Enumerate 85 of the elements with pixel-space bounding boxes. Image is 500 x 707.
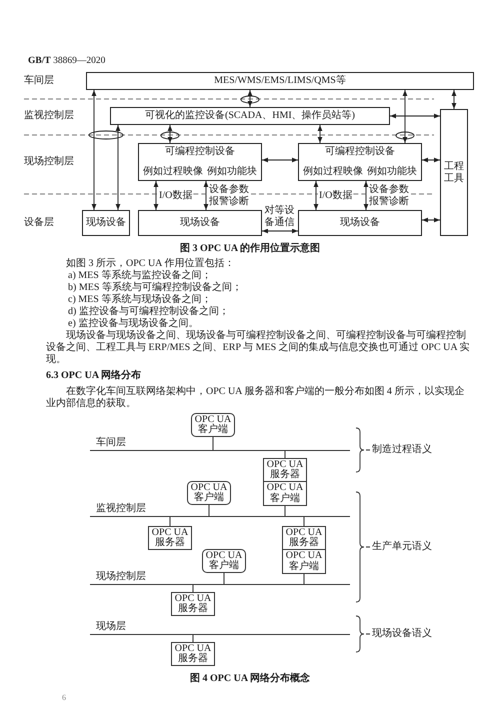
layer-label: 现场层 [96, 621, 126, 633]
example-text: 例如功能块 [207, 166, 257, 178]
edge-label: I/O数据 [159, 190, 192, 202]
device-label: 可编程控制设备 [165, 146, 235, 158]
list-item: c) MES 等系统与现场设备之间； [68, 294, 212, 306]
device-label: 现场设备 [86, 217, 126, 229]
layer-label: 设备层 [24, 217, 54, 229]
client-label: OPC UA 客户端 [204, 550, 244, 572]
system-box [86, 72, 474, 90]
client-label: OPC UA 客户端 [284, 551, 324, 572]
example-text: 例如过程映像 [303, 166, 363, 178]
connector-line [284, 506, 286, 516]
layer-label: 现场控制层 [24, 156, 74, 168]
document-code: GB/T 38869—2020 [28, 55, 106, 67]
connector-line [208, 504, 210, 516]
server-label: OPC UA 服务器 [174, 644, 212, 664]
double-headed-arrow [204, 180, 208, 210]
system-label: MES/WMS/EMS/LIMS/QMS等 [214, 75, 346, 87]
bus-line [90, 584, 350, 585]
figure-caption: 图 3 OPC UA 的作用位置示意图 [180, 243, 320, 255]
field-device-box [298, 210, 422, 236]
field-device-box [82, 210, 130, 236]
server-label: OPC UA 服务器 [174, 594, 212, 614]
double-headed-arrow [168, 124, 172, 144]
device-label: 现场设备 [340, 217, 380, 229]
double-headed-arrow [262, 158, 298, 162]
monitoring-device-box [110, 107, 390, 125]
layer-label: 车间层 [24, 75, 54, 87]
edge-label: 对等设备通信 [264, 205, 296, 229]
bus-line [90, 450, 350, 451]
body-text: 在数字化车间互联网络架构中，OPC UA 服务器和客户端的一般分布如图 4 所示，以实现企业内部信息的获取。 [46, 386, 466, 410]
connector-line [192, 634, 194, 642]
tool-label: 工程工具 [443, 160, 465, 184]
layer-label: 现场控制层 [96, 571, 146, 583]
body-text: 现场设备与现场设备之间、现场设备与可编程控制设备之间、可编程控制设备与可编程控制设备之间、工程工具与 ERP/MES 之间、ERP 与 MES 之间的集成与信息交换也可通过 OPC UA 实现。 [46, 330, 471, 366]
double-headed-arrow [314, 180, 318, 210]
double-headed-arrow [390, 114, 440, 118]
server-label: OPC UA 服务器 [284, 528, 324, 548]
layer-label: 监视控制层 [96, 503, 146, 515]
client-label: OPC UA 客户端 [190, 482, 228, 504]
page-number: 6 [62, 692, 66, 704]
connector-line [192, 584, 194, 592]
semantics-label: 现场设备语义 [372, 628, 432, 640]
double-headed-arrow [452, 90, 456, 110]
double-headed-arrow [154, 180, 158, 210]
semantics-label: 制造过程语义 [372, 444, 432, 456]
section-heading: 6.3 OPC UA 网络分布 [46, 370, 141, 382]
example-text: 例如过程映像 [143, 166, 203, 178]
figure-caption: 图 4 OPC UA 网络分布概念 [190, 673, 310, 685]
device-label: 可编程控制设备 [325, 146, 395, 158]
double-headed-arrow [116, 124, 120, 210]
double-headed-arrow [422, 218, 440, 222]
semantics-label: 生产单元语义 [372, 541, 432, 553]
field-device-box [138, 210, 262, 236]
controller-box [298, 143, 422, 181]
server-label: OPC UA 服务器 [266, 460, 304, 480]
example-text: 例如功能块 [367, 166, 417, 178]
double-headed-arrow [248, 90, 252, 108]
double-headed-arrow [422, 158, 440, 162]
bus-line [90, 634, 350, 635]
server-label: OPC UA 服务器 [150, 528, 190, 548]
bus-line [90, 516, 350, 517]
connector-line [284, 450, 286, 458]
list-item: b) MES 等系统与可编程控制设备之间； [68, 282, 242, 294]
list-item: d) 监控设备与可编程控制设备之间； [68, 306, 229, 318]
edge-label: 设备参数报警诊断 [209, 184, 250, 208]
edge-label: 设备参数报警诊断 [369, 184, 410, 208]
device-label: 现场设备 [180, 217, 220, 229]
controller-box [138, 143, 262, 181]
body-text: 如图 3 所示，OPC UA 作用位置包括： [65, 258, 234, 270]
double-headed-arrow [364, 180, 368, 210]
client-label: OPC UA 客户端 [194, 414, 232, 436]
double-headed-arrow [92, 90, 96, 210]
double-headed-arrow [262, 228, 298, 234]
layer-label: 监视控制层 [24, 110, 74, 122]
device-label: 可视化的监控设备(SCADA、HMI、操作员站等) [145, 110, 355, 122]
connector-line [212, 436, 214, 450]
double-headed-arrow [402, 90, 408, 144]
list-item: e) 监控设备与现场设备之间。 [68, 318, 198, 330]
client-label: OPC UA 客户端 [266, 483, 304, 504]
edge-label: I/O数据 [319, 190, 352, 202]
tool-box [440, 109, 468, 236]
double-headed-arrow [318, 124, 322, 144]
layer-label: 车间层 [96, 437, 126, 449]
list-item: a) MES 等系统与监控设备之间； [68, 270, 212, 282]
